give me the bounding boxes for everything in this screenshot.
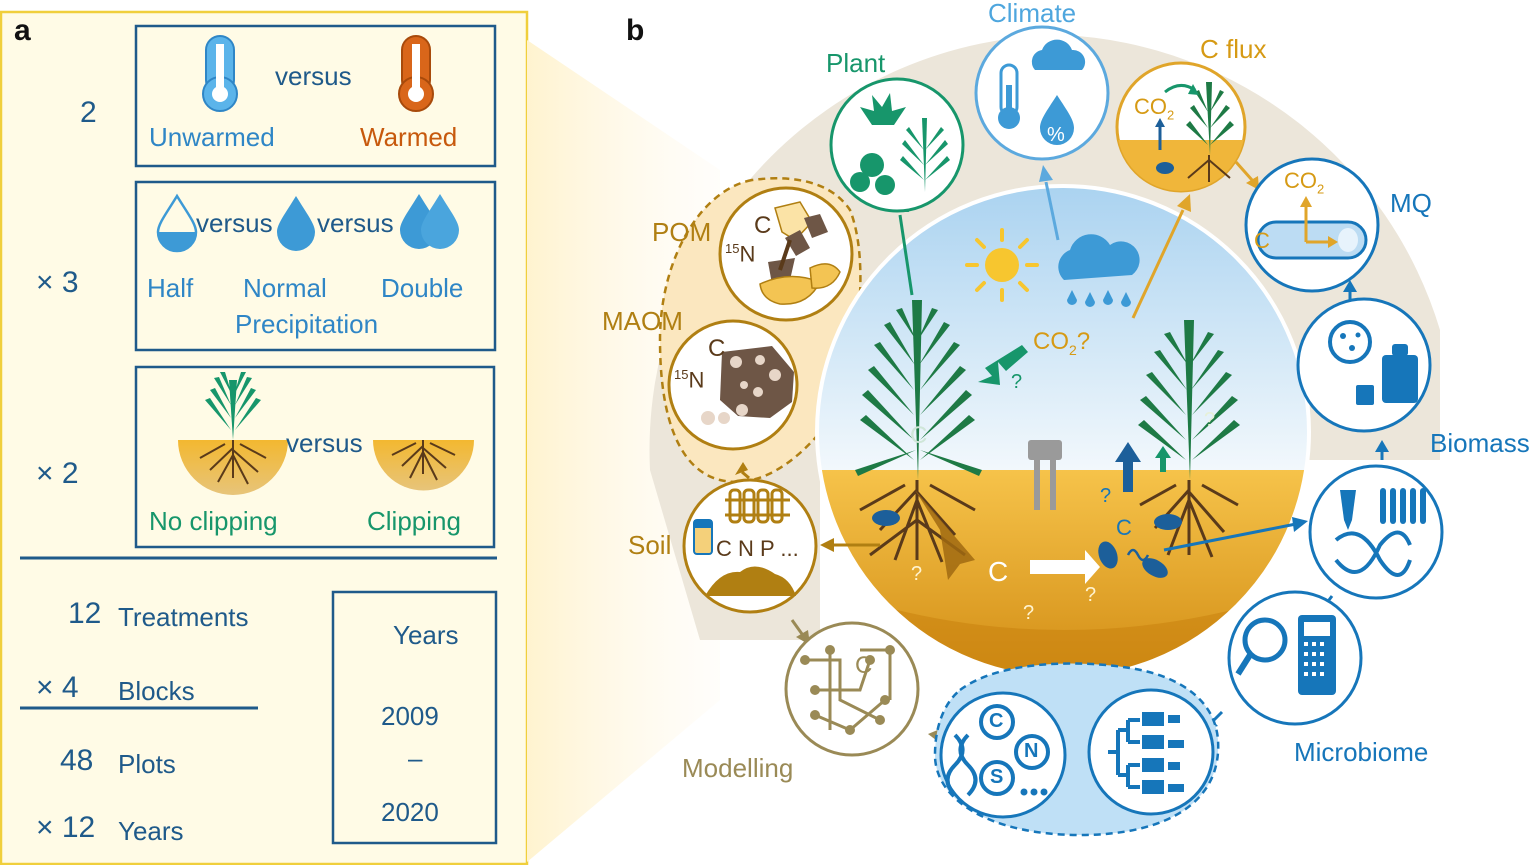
mq-carbon-label: C: [1254, 228, 1270, 253]
cflux-co2-label: CO2: [1134, 94, 1175, 123]
plots-label: Plots: [118, 749, 176, 779]
soil-cnp-label: C N P ...: [716, 536, 799, 561]
temperature-factor: 2: [80, 96, 97, 129]
thermometer-warm-icon: [398, 35, 434, 112]
microbe-icon: [1142, 558, 1168, 578]
modelling-label: Modelling: [682, 753, 794, 783]
microbiome-label: Microbiome: [1294, 737, 1429, 767]
biomass-label: Biomass: [1430, 428, 1530, 458]
years-end: 2020: [381, 797, 439, 827]
pom-n15-label: 15N: [725, 241, 756, 267]
clipping-factor: × 2: [36, 457, 79, 490]
mq-circle: [1244, 157, 1380, 293]
maom-n15-label: 15N: [674, 367, 705, 393]
mq-label: MQ: [1390, 188, 1432, 218]
maom-carbon-label: C: [708, 335, 726, 362]
thermometer-cold-icon: [202, 35, 238, 112]
cycle-nitrogen-label: N: [1024, 740, 1039, 762]
years-box: [331, 590, 498, 845]
normal-drop-icon: [277, 196, 315, 251]
rain-cloud-icon: [1058, 234, 1140, 307]
question-mark: ?: [1011, 371, 1023, 393]
panel-b-label: b: [626, 14, 645, 47]
pom-carbon-label: C: [754, 212, 772, 239]
years-start: 2009: [381, 701, 439, 731]
function-group: [933, 662, 1220, 837]
co2-question-label: CO2?: [1033, 328, 1091, 358]
pom-label: POM: [652, 217, 712, 247]
microbe-carbon-label: C: [1116, 515, 1132, 540]
unwarmed-label: Unwarmed: [149, 122, 275, 152]
precipitation-versus-2: versus: [317, 208, 394, 238]
percent-label: %: [1047, 124, 1065, 146]
temperature-versus: versus: [275, 61, 352, 91]
precipitation-factor: × 3: [36, 266, 79, 299]
plant-carbon-label: C: [910, 422, 928, 449]
no-clipping-label: No clipping: [149, 506, 278, 536]
plots-count: 48: [60, 744, 94, 777]
clipping-versus: versus: [286, 428, 363, 458]
clipped-plant-icon: [373, 440, 474, 491]
treatments-label: Treatments: [118, 602, 249, 632]
maom-label: MAOM: [602, 306, 683, 336]
pom-circle: [718, 186, 854, 322]
years-label: Years: [118, 816, 184, 846]
half-label: Half: [147, 273, 194, 303]
sequencing-circle: [1227, 590, 1363, 726]
plant-arrow-small: [1155, 446, 1171, 472]
question-mark: ?: [1085, 584, 1097, 606]
cflux-label: C flux: [1200, 34, 1267, 64]
sun-icon: [965, 228, 1039, 302]
climate-label: Climate: [988, 0, 1077, 28]
temperature-box: [134, 24, 497, 168]
climate-circle: [974, 25, 1110, 161]
litter-arrow: [915, 490, 975, 580]
unclipped-plant-icon: [178, 372, 288, 495]
modelling-carbon-label: C: [855, 652, 873, 679]
soil-carbon-label: C: [988, 556, 1009, 587]
plant-label: Plant: [826, 48, 886, 78]
carbon-flow-arrow: [1030, 550, 1100, 584]
panel-a-label: a: [14, 14, 31, 47]
question-mark: ?: [1100, 485, 1112, 507]
years-dash: –: [408, 743, 423, 773]
years-count: × 12: [36, 811, 96, 844]
soil-probe-icon: [1028, 440, 1062, 510]
treatments-count: 12: [68, 597, 102, 630]
genomics-circle: [1308, 464, 1444, 600]
mq-co2-label: CO2: [1284, 168, 1325, 197]
precipitation-caption: Precipitation: [235, 309, 379, 339]
plant-circle: [829, 77, 965, 213]
half-drop-icon: [156, 193, 198, 253]
soil-label: Soil: [628, 530, 672, 560]
blocks-label: Blocks: [118, 676, 195, 706]
microbial-co2-arrow: [1115, 442, 1141, 492]
co2-uptake-arrow: [978, 345, 1028, 385]
modelling-circle: [784, 621, 920, 757]
question-mark: ?: [1023, 602, 1035, 624]
cycle-carbon-label: C: [989, 710, 1004, 732]
right-plant-icon: [1138, 320, 1240, 558]
blocks-count: × 4: [36, 671, 79, 704]
left-plant-icon: [855, 300, 982, 563]
normal-label: Normal: [243, 273, 327, 303]
question-mark: ?: [1204, 409, 1216, 431]
warmed-label: Warmed: [360, 122, 458, 152]
biomass-circle: [1296, 297, 1432, 433]
soil-circle: [682, 478, 818, 614]
panel-connector: [527, 40, 720, 862]
precipitation-versus-1: versus: [196, 208, 273, 238]
double-label: Double: [381, 273, 464, 303]
question-mark: ?: [911, 563, 923, 585]
years-box-title: Years: [393, 620, 459, 650]
double-drop-icon: [400, 194, 459, 249]
maom-circle: [667, 319, 799, 451]
clipping-label: Clipping: [367, 506, 461, 536]
microbe-icon: [1098, 541, 1118, 569]
cycle-sulfur-label: S: [990, 766, 1004, 788]
